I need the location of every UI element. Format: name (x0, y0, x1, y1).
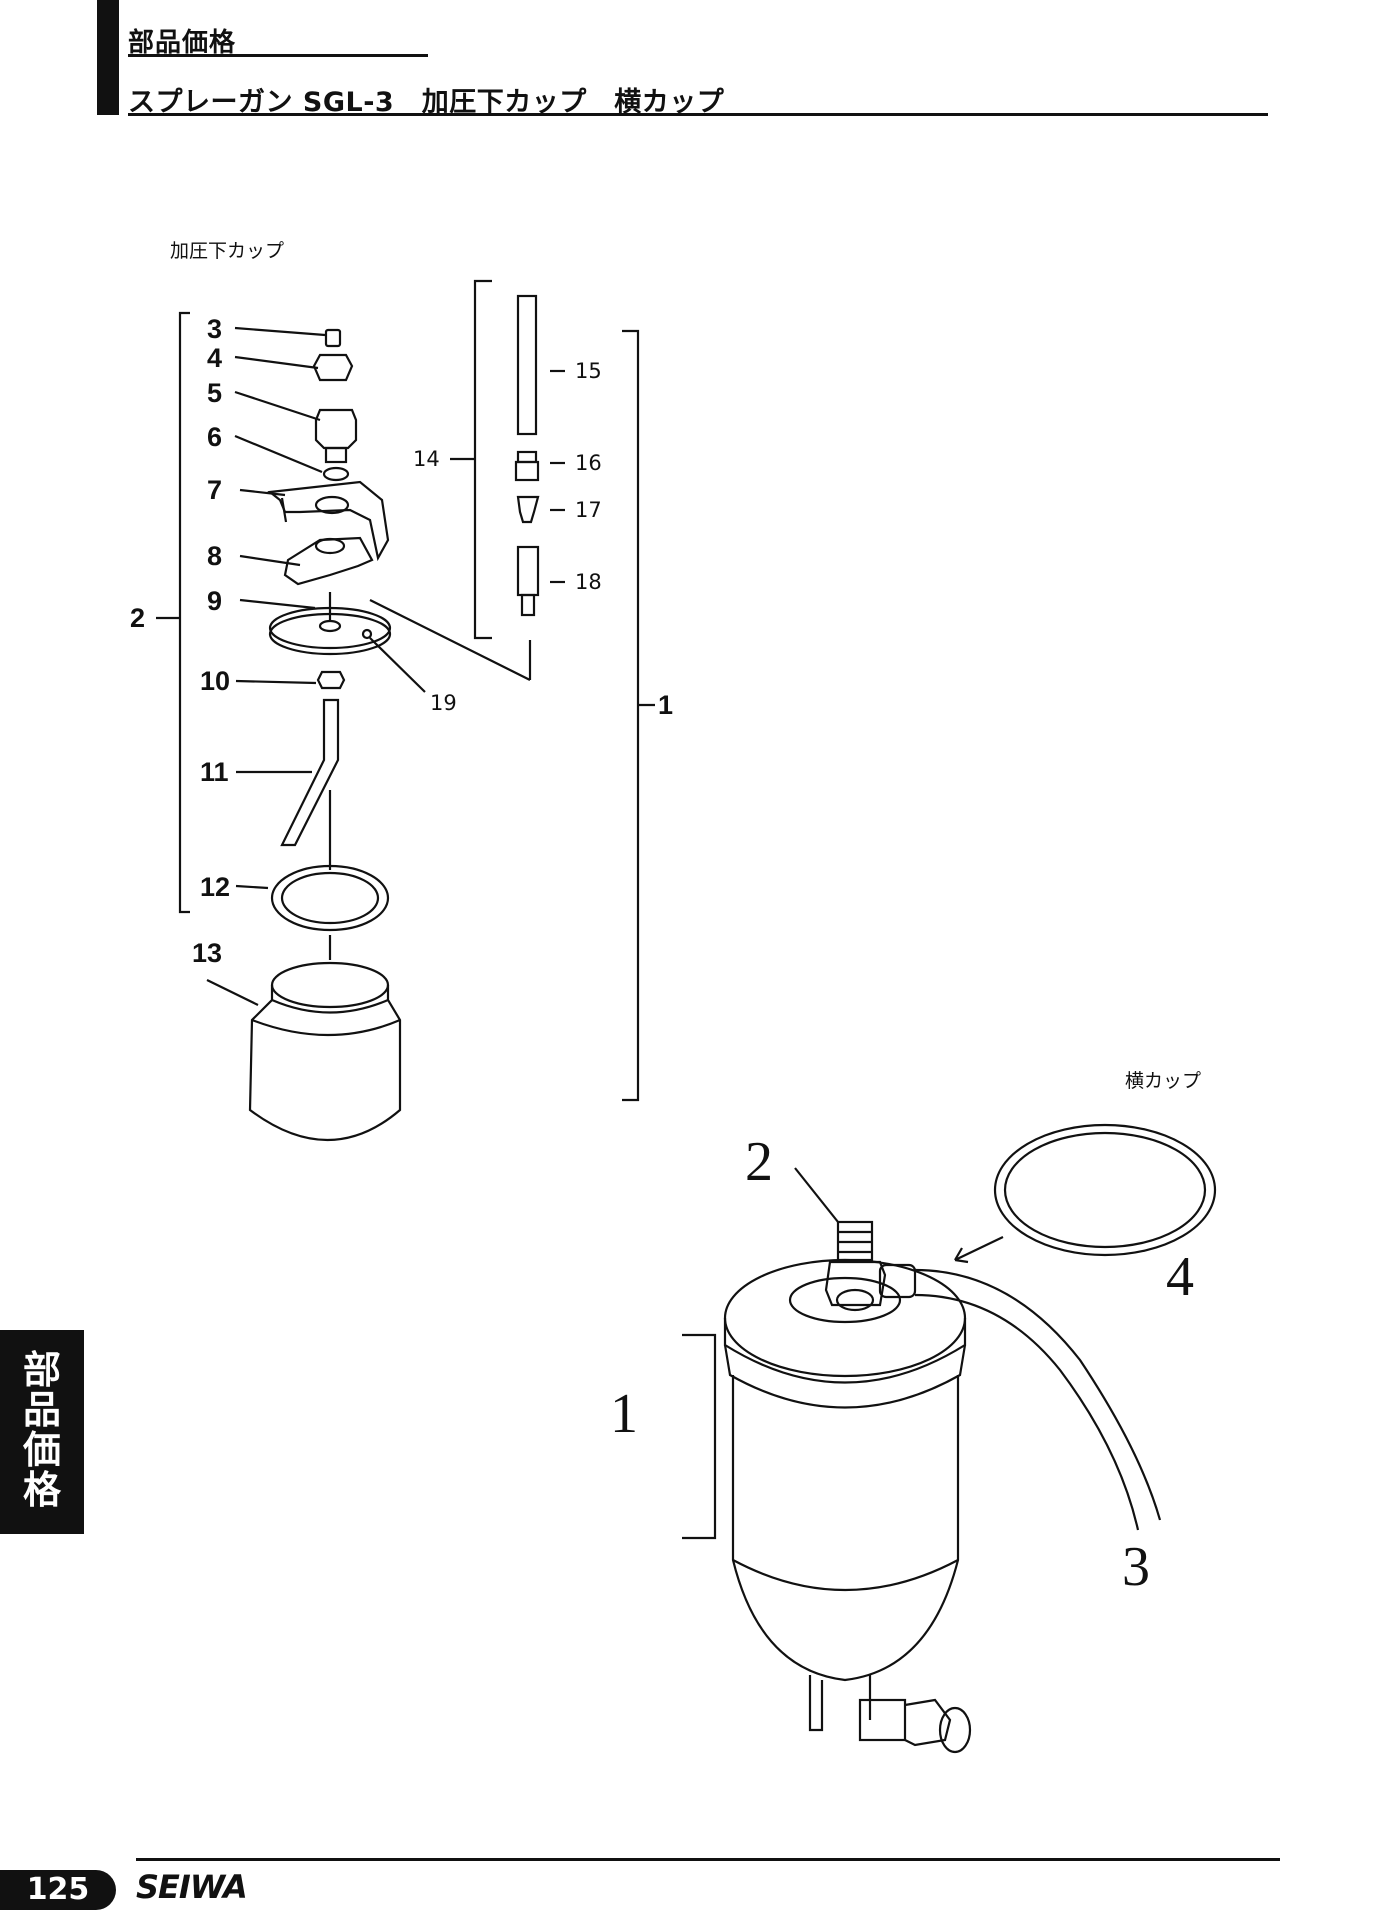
callout-10: 10 (200, 666, 230, 696)
side-tab-char: 価 (22, 1428, 61, 1472)
side-tab-char: 品 (22, 1388, 61, 1432)
callout-11: 11 (200, 757, 229, 787)
page-number: 125 (0, 1870, 116, 1910)
callout-12: 12 (200, 872, 230, 902)
side-cup-label: 横カップ (1125, 1070, 1202, 1092)
callout-8: 8 (207, 541, 222, 571)
callout-14: 14 (413, 447, 440, 471)
side-index-tab: 部 品 価 格 (0, 1330, 84, 1534)
callout-7: 7 (207, 475, 222, 505)
callout-3: 3 (207, 314, 222, 344)
side-tab-char: 格 (22, 1468, 61, 1512)
callout-19: 19 (430, 691, 457, 715)
callout-4: 4 (207, 343, 222, 373)
footer-rule (136, 1858, 1280, 1861)
side-callout-3: 3 (1122, 1536, 1150, 1598)
pressure-cup-callouts: 3 4 5 6 7 8 9 2 10 11 12 13 14 15 16 17 … (130, 314, 673, 968)
side-callout-4: 4 (1166, 1246, 1194, 1308)
callout-15: 15 (575, 359, 602, 383)
callout-6: 6 (207, 422, 222, 452)
callout-1: 1 (658, 690, 673, 720)
callout-2: 2 (130, 603, 145, 633)
category-title: 部品価格 (128, 28, 237, 58)
category-rule (128, 54, 428, 57)
side-callout-2: 2 (745, 1131, 773, 1193)
brand-logo: SEIWA (136, 1868, 248, 1906)
callout-17: 17 (575, 498, 602, 522)
page-title: スプレーガン SGL-3 加圧下カップ 横カップ (128, 87, 725, 118)
pressure-cup-label: 加圧下カップ (170, 240, 285, 262)
callout-18: 18 (575, 570, 602, 594)
header-accent-bar (97, 0, 119, 115)
callout-9: 9 (207, 586, 222, 616)
callout-13: 13 (192, 938, 222, 968)
callout-16: 16 (575, 451, 602, 475)
side-tab-char: 部 (22, 1348, 61, 1392)
side-callout-1: 1 (610, 1383, 638, 1445)
side-cup-callouts: 1 2 3 4 (610, 1131, 1194, 1598)
title-rule (128, 113, 1268, 116)
callout-5: 5 (207, 378, 222, 408)
